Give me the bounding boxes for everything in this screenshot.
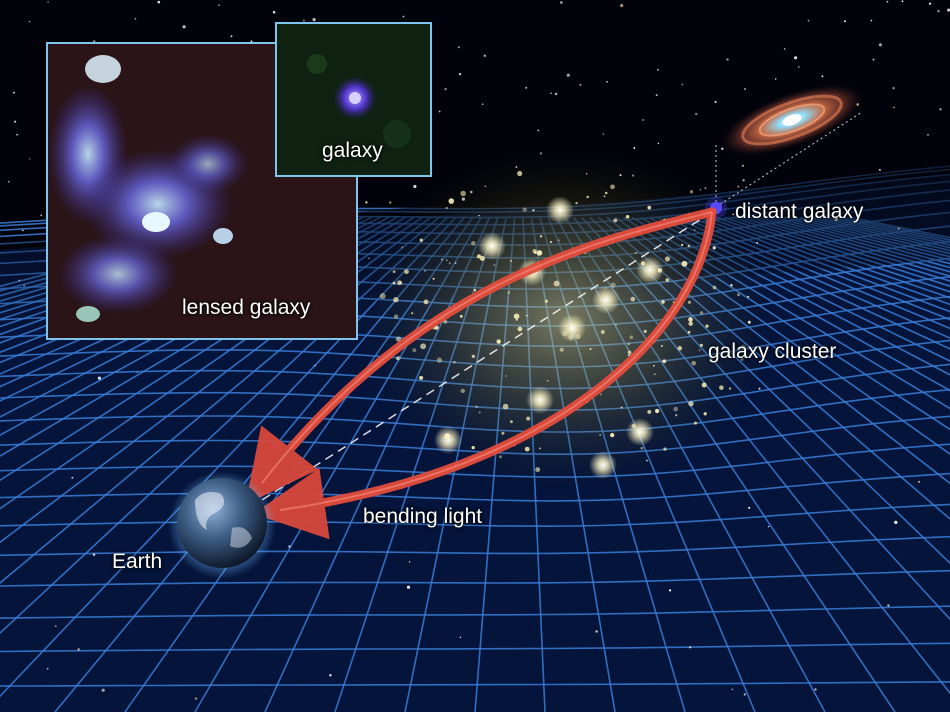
earth-globe bbox=[177, 478, 267, 568]
bending-light-label: bending light bbox=[363, 505, 483, 528]
distant-galaxy-label: distant galaxy bbox=[735, 200, 864, 223]
earth-label: Earth bbox=[112, 550, 163, 573]
galaxy-inset-label: galaxy bbox=[322, 139, 383, 162]
spiral-galaxy bbox=[721, 84, 863, 156]
cluster-galaxies bbox=[379, 170, 751, 479]
galaxy-inset: galaxy bbox=[275, 22, 432, 177]
lensed-galaxy-label: lensed galaxy bbox=[182, 296, 311, 319]
galaxy-cluster-label: galaxy cluster bbox=[708, 340, 837, 363]
lensed-galaxy-inset: lensed galaxy bbox=[46, 42, 358, 340]
